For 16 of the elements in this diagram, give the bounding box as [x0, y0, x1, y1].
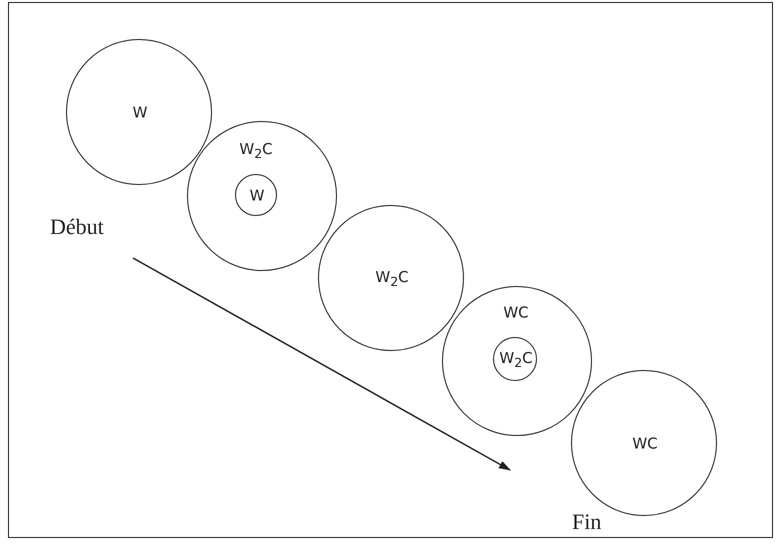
phase-label: W [132, 106, 148, 120]
phase-label: WC [503, 306, 529, 320]
particle-circle [571, 370, 717, 516]
particle-circle [442, 286, 592, 436]
phase-label: W [250, 188, 264, 204]
stage-label: Début [50, 216, 104, 238]
particle-circle [318, 205, 464, 351]
particle-circle [235, 174, 277, 216]
phase-label: W$_{2}$C [375, 270, 409, 288]
phase-label: WC [632, 436, 658, 452]
particle-circle [493, 337, 537, 381]
phase-label: W$_{2}$C [239, 142, 273, 160]
stage-label: Fin [572, 511, 602, 533]
particle-circle [187, 121, 337, 271]
particle-circle [66, 39, 212, 185]
phase-label: W$_{2}$C [499, 350, 533, 370]
